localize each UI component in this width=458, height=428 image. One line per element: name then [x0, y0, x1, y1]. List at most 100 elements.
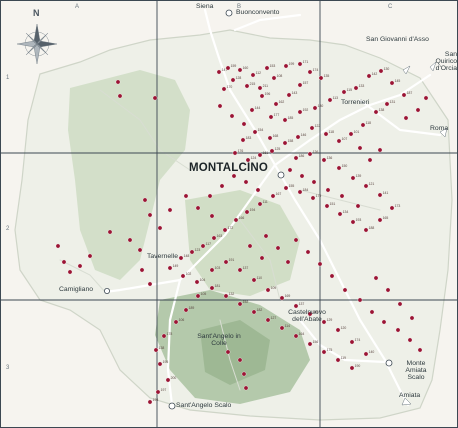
estate-marker-icon[interactable]	[183, 307, 189, 313]
estate-marker-icon[interactable]	[107, 229, 113, 235]
estate-marker-icon[interactable]	[200, 243, 206, 249]
estate-marker-icon[interactable]	[297, 61, 303, 67]
estate-marker-icon[interactable]	[167, 265, 173, 271]
estate-marker-icon[interactable]	[367, 157, 373, 163]
estate-marker-icon[interactable]	[209, 285, 215, 291]
estate-marker-icon[interactable]	[219, 183, 225, 189]
estate-marker-icon[interactable]	[349, 365, 355, 371]
estate-marker-icon[interactable]	[415, 107, 421, 113]
estate-marker-icon[interactable]	[225, 65, 231, 71]
estate-marker-icon[interactable]	[293, 333, 299, 339]
estate-marker-icon[interactable]	[157, 225, 163, 231]
estate-marker-icon[interactable]	[147, 212, 153, 218]
estate-marker-icon[interactable]	[282, 140, 288, 146]
estate-marker-icon[interactable]	[55, 243, 61, 249]
estate-marker-icon[interactable]	[240, 137, 246, 143]
estate-marker-icon[interactable]	[409, 315, 415, 321]
estate-marker-icon[interactable]	[252, 129, 258, 135]
estate-marker-icon[interactable]	[265, 317, 271, 323]
estate-marker-icon[interactable]	[353, 85, 359, 91]
estate-marker-icon[interactable]	[271, 75, 277, 81]
estate-marker-icon[interactable]	[373, 109, 379, 115]
estate-marker-icon[interactable]	[225, 349, 231, 355]
estate-marker-icon[interactable]	[285, 259, 291, 265]
estate-marker-icon[interactable]	[397, 301, 403, 307]
estate-marker-icon[interactable]	[244, 83, 250, 89]
estate-marker-icon[interactable]	[321, 349, 327, 355]
estate-marker-icon[interactable]	[307, 341, 313, 347]
estate-marker-icon[interactable]	[377, 192, 383, 198]
estate-marker-icon[interactable]	[350, 175, 356, 181]
estate-marker-icon[interactable]	[237, 67, 243, 73]
estate-marker-icon[interactable]	[251, 277, 257, 283]
estate-marker-icon[interactable]	[265, 287, 271, 293]
estate-marker-icon[interactable]	[183, 193, 189, 199]
estate-marker-icon[interactable]	[335, 327, 341, 333]
estate-marker-icon[interactable]	[232, 150, 238, 156]
estate-marker-icon[interactable]	[342, 287, 348, 293]
estate-marker-icon[interactable]	[257, 201, 263, 207]
estate-marker-icon[interactable]	[350, 219, 356, 225]
estate-marker-icon[interactable]	[223, 293, 229, 299]
estate-marker-icon[interactable]	[286, 92, 292, 98]
estate-marker-icon[interactable]	[155, 389, 161, 395]
estate-marker-icon[interactable]	[178, 255, 184, 261]
estate-marker-icon[interactable]	[195, 293, 201, 299]
estate-marker-icon[interactable]	[270, 193, 276, 199]
estate-marker-icon[interactable]	[231, 173, 237, 179]
estate-marker-icon[interactable]	[321, 319, 327, 325]
estate-marker-icon[interactable]	[195, 205, 201, 211]
estate-marker-icon[interactable]	[279, 295, 285, 301]
estate-marker-icon[interactable]	[324, 203, 330, 209]
estate-marker-icon[interactable]	[377, 147, 383, 153]
estate-marker-icon[interactable]	[263, 233, 269, 239]
estate-marker-icon[interactable]	[407, 337, 413, 343]
estate-marker-icon[interactable]	[381, 319, 387, 325]
estate-marker-icon[interactable]	[373, 275, 379, 281]
estate-marker-icon[interactable]	[139, 267, 145, 273]
estate-marker-icon[interactable]	[209, 213, 215, 219]
estate-marker-icon[interactable]	[363, 183, 369, 189]
estate-marker-icon[interactable]	[325, 187, 331, 193]
estate-marker-icon[interactable]	[180, 273, 186, 279]
estate-marker-icon[interactable]	[363, 351, 369, 357]
estate-marker-icon[interactable]	[173, 319, 179, 325]
estate-marker-icon[interactable]	[307, 151, 313, 157]
estate-marker-icon[interactable]	[61, 259, 67, 265]
estate-marker-icon[interactable]	[297, 189, 303, 195]
estate-marker-icon[interactable]	[384, 101, 390, 107]
estate-marker-icon[interactable]	[230, 77, 236, 83]
estate-marker-icon[interactable]	[282, 117, 288, 123]
estate-marker-icon[interactable]	[189, 249, 195, 255]
estate-marker-icon[interactable]	[221, 86, 227, 92]
estate-marker-icon[interactable]	[395, 327, 401, 333]
estate-marker-icon[interactable]	[293, 303, 299, 309]
estate-marker-icon[interactable]	[147, 399, 153, 405]
estate-marker-icon[interactable]	[117, 93, 123, 99]
estate-marker-icon[interactable]	[317, 261, 323, 267]
estate-marker-icon[interactable]	[336, 138, 342, 144]
estate-marker-icon[interactable]	[349, 339, 355, 345]
estate-marker-icon[interactable]	[142, 197, 148, 203]
estate-marker-icon[interactable]	[321, 157, 327, 163]
estate-marker-icon[interactable]	[268, 114, 274, 120]
estate-marker-icon[interactable]	[312, 105, 318, 111]
estate-marker-icon[interactable]	[250, 72, 256, 78]
estate-marker-icon[interactable]	[327, 97, 333, 103]
estate-marker-icon[interactable]	[310, 195, 316, 201]
estate-marker-icon[interactable]	[389, 80, 395, 86]
estate-marker-icon[interactable]	[194, 279, 200, 285]
estate-marker-icon[interactable]	[147, 281, 153, 287]
estate-marker-icon[interactable]	[161, 333, 167, 339]
estate-marker-icon[interactable]	[307, 69, 313, 75]
estate-marker-icon[interactable]	[299, 173, 305, 179]
estate-marker-icon[interactable]	[335, 357, 341, 363]
estate-marker-icon[interactable]	[279, 325, 285, 331]
estate-marker-icon[interactable]	[241, 121, 247, 127]
estate-marker-icon[interactable]	[378, 68, 384, 74]
estate-marker-icon[interactable]	[243, 179, 249, 185]
estate-marker-icon[interactable]	[257, 152, 263, 158]
estate-marker-icon[interactable]	[377, 217, 383, 223]
estate-marker-icon[interactable]	[257, 85, 263, 91]
estate-marker-icon[interactable]	[366, 73, 372, 79]
